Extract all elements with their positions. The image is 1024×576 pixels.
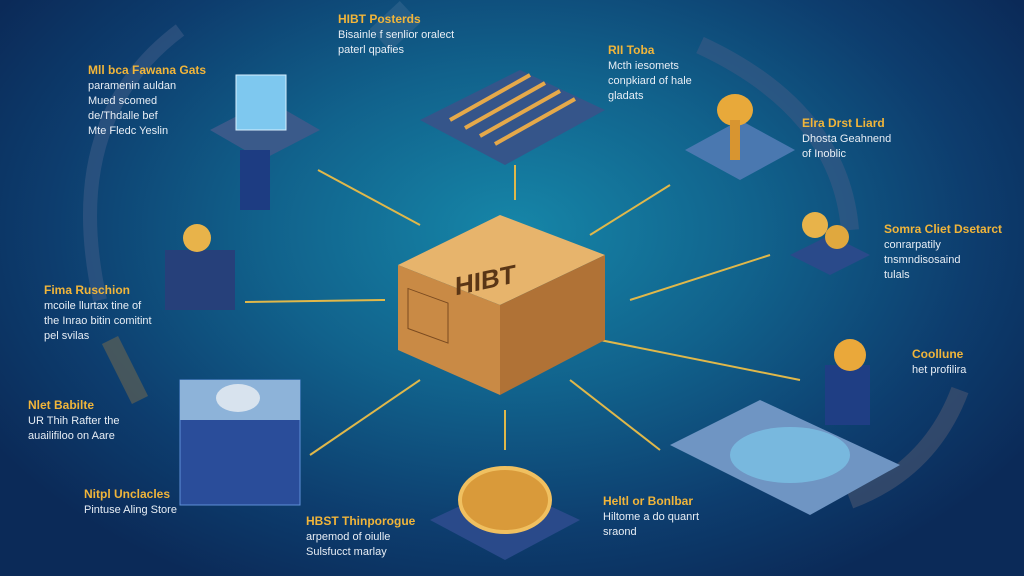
hibt-central-box [398,215,605,395]
connector-arrows [244,165,801,456]
decorative-arc [369,1,421,51]
pedestal-icon [825,365,870,425]
node-icons [165,70,900,560]
decorative-arc [83,24,185,302]
coin-stack-icon [165,250,235,310]
coins-icon [790,235,870,275]
decorative-arc [101,335,149,405]
decorative-arc [696,36,859,231]
decorative-arc [846,386,969,509]
